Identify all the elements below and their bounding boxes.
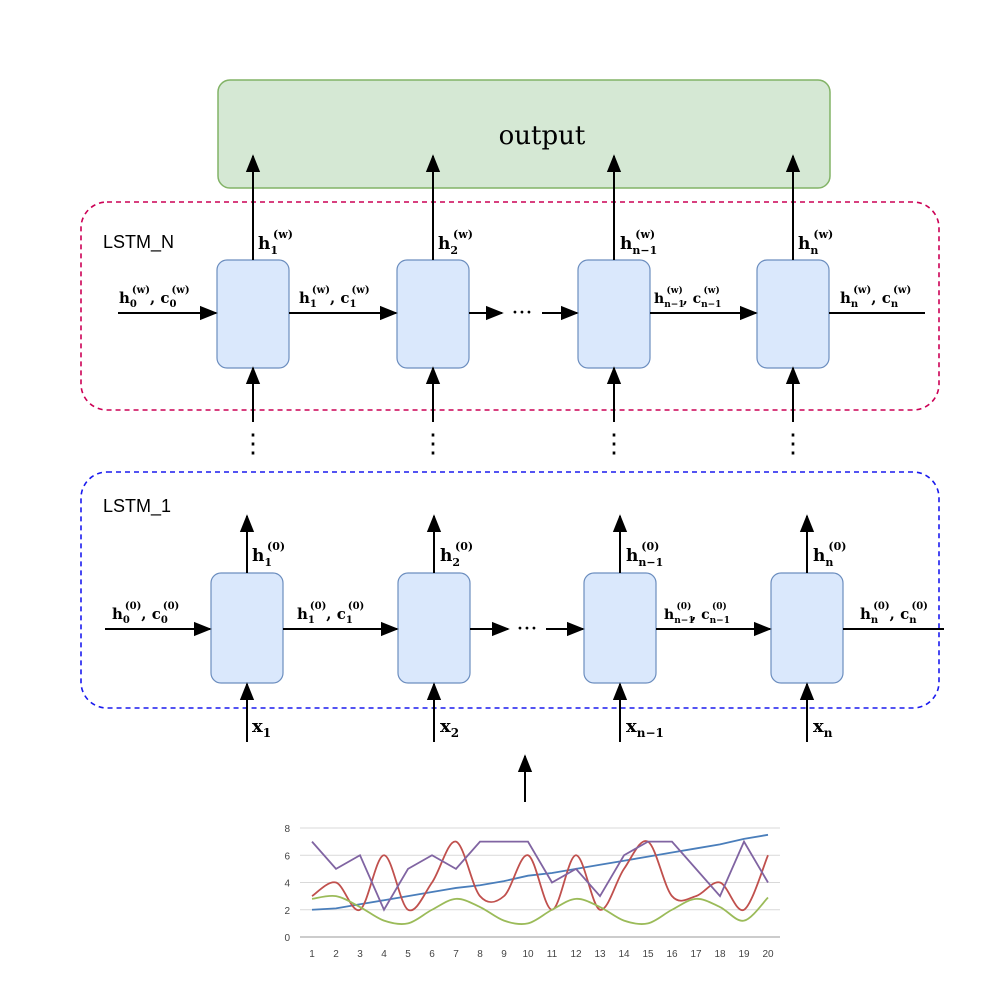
lstm-n-cell-2	[396, 259, 470, 369]
top-input-arrows	[245, 366, 801, 422]
lstm-n-cell-n	[756, 259, 830, 369]
output-label: output	[499, 121, 586, 151]
y-tick-label: 6	[284, 851, 290, 862]
x-tick-label: 2	[333, 949, 339, 960]
series-line-2	[311, 840, 769, 912]
bottom-state-label-0: h0(0), c0(0)	[112, 601, 179, 626]
x-tick-label: 14	[618, 949, 630, 960]
vdots-2: ⋮	[420, 429, 446, 459]
x-tick-label: 19	[738, 949, 750, 960]
top-ellipsis: ···	[512, 301, 533, 326]
x-tick-label: 12	[570, 949, 582, 960]
x-tick-label: 7	[453, 949, 459, 960]
x-tick-label: 10	[522, 949, 534, 960]
bottom-output-label-n-1: hn−1(0)	[626, 540, 663, 569]
x-tick-label: 18	[714, 949, 726, 960]
top-state-label-n-1: hn−1(w), cn−1(w)	[654, 285, 721, 310]
bottom-output-label-1: h1(0)	[252, 540, 285, 569]
x-tick-label: 9	[501, 949, 507, 960]
input-label-2: x2	[440, 716, 459, 740]
top-output-label-n: hn(w)	[798, 228, 833, 257]
top-output-label-1: h1(w)	[258, 228, 293, 257]
top-output-arrows	[245, 154, 801, 260]
top-state-label-1: h1(w), c1(w)	[299, 285, 370, 310]
lstm-1-container	[80, 471, 940, 709]
input-label-1: x1	[252, 716, 271, 740]
top-output-label-2: h2(w)	[438, 228, 473, 257]
x-tick-label: 15	[642, 949, 654, 960]
bottom-ellipsis: ···	[517, 617, 538, 642]
lstm-n-label: LSTM_N	[103, 232, 174, 253]
series-line-3	[311, 894, 769, 925]
input-label-n-1: xn−1	[626, 716, 664, 740]
x-tick-label: 5	[405, 949, 411, 960]
vdots-3: ⋮	[601, 429, 627, 459]
lstm-1-cell-1	[210, 572, 284, 684]
vdots-4: ⋮	[780, 429, 806, 459]
x-tick-label: 6	[429, 949, 435, 960]
lstm-1-label: LSTM_1	[103, 496, 171, 517]
output-box	[217, 79, 831, 189]
series-line-1	[311, 833, 769, 911]
bottom-state-label-1: h1(0), c1(0)	[297, 601, 364, 626]
x-tick-label: 8	[477, 949, 483, 960]
input-label-n: xn	[813, 716, 833, 740]
top-output-label-n-1: hn−1(w)	[620, 228, 657, 257]
lstm-1-cell-n	[770, 572, 844, 684]
vdots-1: ⋮	[240, 429, 266, 459]
bottom-output-arrows	[239, 514, 815, 573]
top-state-label-n: hn(w), cn(w)	[840, 285, 911, 310]
bottom-output-label-2: h2(0)	[440, 540, 473, 569]
bottom-input-arrows	[239, 682, 815, 742]
series-line-4	[311, 839, 769, 912]
x-tick-label: 3	[357, 949, 363, 960]
bottom-output-label-n: hn(0)	[813, 540, 846, 569]
top-state-label-0: h0(w), c0(w)	[119, 285, 190, 310]
lstm-n-cell-n-1	[577, 259, 651, 369]
y-tick-label: 0	[284, 933, 290, 944]
y-tick-label: 8	[284, 824, 290, 835]
x-tick-label: 20	[762, 949, 774, 960]
lstm-n-cell-1	[216, 259, 290, 369]
x-tick-label: 11	[547, 949, 558, 960]
y-tick-label: 2	[284, 906, 290, 917]
x-tick-label: 4	[381, 949, 387, 960]
bottom-state-label-n-1: hn−1(0), cn−1(0)	[664, 601, 730, 626]
x-tick-label: 13	[594, 949, 606, 960]
x-tick-label: 17	[690, 949, 702, 960]
bottom-state-label-n: hn(0), cn(0)	[860, 601, 928, 626]
x-tick-label: 1	[309, 949, 315, 960]
lstm-1-cell-2	[397, 572, 471, 684]
lstm-1-cell-n-1	[583, 572, 657, 684]
x-tick-label: 16	[666, 949, 678, 960]
y-tick-label: 4	[284, 879, 290, 890]
